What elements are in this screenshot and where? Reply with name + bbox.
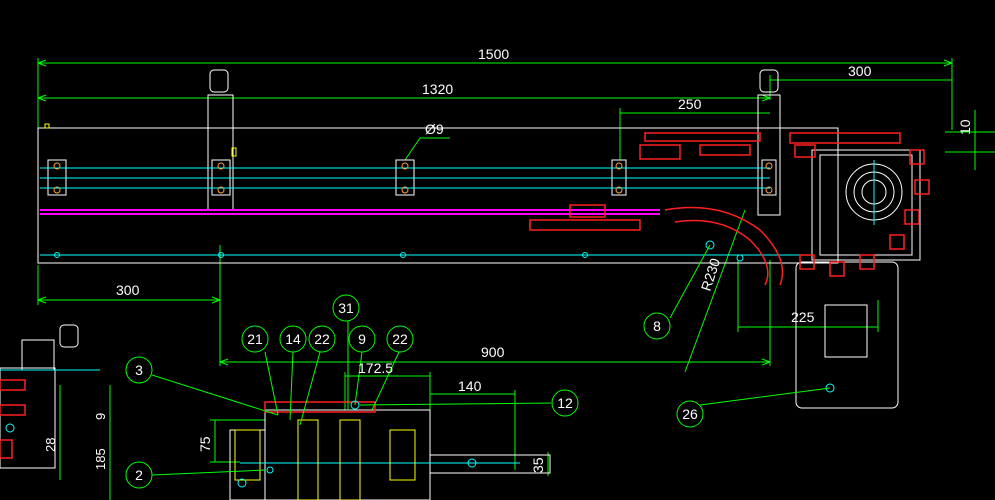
balloon-2: 2 <box>125 461 153 489</box>
balloon-22-b: 22 <box>386 325 414 353</box>
balloon-label: 2 <box>135 467 143 483</box>
balloon-label: 9 <box>358 331 366 347</box>
dim-height-10: 10 <box>957 119 973 135</box>
balloon-label: 3 <box>135 362 143 378</box>
magenta-rail <box>40 209 660 215</box>
leader-lines <box>151 244 831 476</box>
dim-left-185: 185 <box>93 448 108 470</box>
dim-span-900: 900 <box>481 344 505 360</box>
dim-height-75: 75 <box>197 436 213 452</box>
chain-links <box>0 132 930 459</box>
centerlines <box>0 160 875 464</box>
balloon-8: 8 <box>643 312 671 340</box>
balloon-9: 9 <box>348 325 376 353</box>
balloon-label: 26 <box>682 406 698 422</box>
balloon-3: 3 <box>125 356 153 384</box>
balloon-21: 21 <box>241 325 269 353</box>
balloon-label: 22 <box>314 331 330 347</box>
balloon-label: 31 <box>338 300 354 316</box>
dim-left-9: 9 <box>93 413 108 420</box>
dim-dia-35: 35 <box>530 457 546 473</box>
dimension-lines <box>37 58 995 500</box>
balloon-label: 8 <box>653 318 661 334</box>
dim-overall-length: 1500 <box>478 46 509 62</box>
dim-rail-length: 1320 <box>422 81 453 97</box>
yellow-parts <box>44 123 416 500</box>
holes <box>53 162 773 194</box>
dim-shaft-1725: 172.5 <box>358 360 393 376</box>
arrow-ticks <box>37 59 953 366</box>
dim-pitch-250: 250 <box>678 96 702 112</box>
balloon-label: 12 <box>557 395 573 411</box>
balloon-label: 14 <box>285 331 301 347</box>
balloon-12: 12 <box>551 389 579 417</box>
dim-left-28: 28 <box>43 438 58 452</box>
balloon-31: 31 <box>332 294 360 322</box>
balloon-label: 21 <box>247 331 263 347</box>
dim-hole-dia: Ø9 <box>425 121 444 137</box>
balloon-14: 14 <box>279 325 307 353</box>
dim-left-offset: 300 <box>116 282 140 298</box>
dim-shaft-140: 140 <box>458 378 482 394</box>
balloon-26: 26 <box>676 400 704 428</box>
dim-motor-offset: 225 <box>791 309 815 325</box>
dim-right-offset: 300 <box>848 63 872 79</box>
balloon-label: 22 <box>392 331 408 347</box>
center-holes <box>5 240 835 488</box>
balloon-22-a: 22 <box>308 325 336 353</box>
